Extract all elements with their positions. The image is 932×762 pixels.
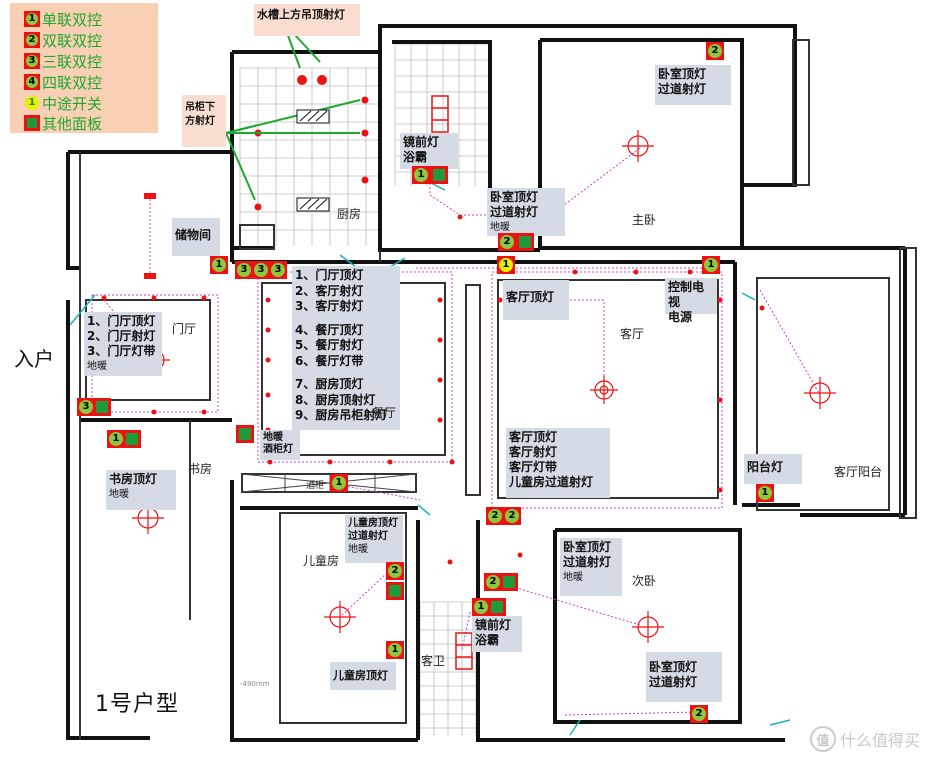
switch-3[interactable]: 3 <box>269 261 287 279</box>
room-dining: 餐厅 <box>372 406 397 420</box>
other-panel[interactable] <box>488 598 506 616</box>
tag-bath-guest: 镜前灯浴霸 <box>472 616 522 652</box>
tag-master-top: 卧室顶灯过道射灯 <box>655 65 731 105</box>
legend-label: 三联双控 <box>42 52 103 71</box>
legend-label: 单联双控 <box>42 10 103 29</box>
switch-2[interactable]: 2 <box>503 507 521 525</box>
room-wine: 酒柜 <box>306 481 325 491</box>
switch-1[interactable]: 1 <box>472 598 490 616</box>
double-switch-icon: 2 <box>24 32 40 48</box>
annotation-arrows <box>225 21 361 201</box>
distribution-box <box>144 193 156 279</box>
switch-1[interactable]: 1 <box>330 474 348 492</box>
room-guest-bath: 客卫 <box>421 654 446 668</box>
legend-item-6: 其他面板 <box>24 113 102 133</box>
room-balcony: 客厅阳台 <box>834 465 883 479</box>
switch-1[interactable]: 1 <box>412 166 430 184</box>
room-kids: 儿童房 <box>303 554 340 568</box>
switch-3[interactable]: 3 <box>77 398 95 416</box>
tag-kids-top: 儿童房顶灯 <box>330 662 396 690</box>
switch-3[interactable]: 3 <box>252 261 270 279</box>
note-cabinet-lights: 吊柜下方射灯 <box>182 95 226 147</box>
tag-bath-main: 镜前灯浴霸 <box>400 133 458 169</box>
triple-switch-icon: 3 <box>24 53 40 69</box>
watermark-logo-icon: 值 <box>809 726 836 752</box>
switch-1[interactable]: 1 <box>702 256 720 274</box>
watermark: 值什么值得买 <box>809 726 920 752</box>
inner-walls <box>79 39 917 740</box>
quad-switch-icon: 4 <box>24 74 40 90</box>
kitchen-appliances <box>296 109 330 212</box>
tag-second-top: 卧室顶灯过道射灯地暖 <box>560 538 622 596</box>
intermediate-switch[interactable]: 1 <box>497 256 515 274</box>
other-panel[interactable] <box>236 425 254 443</box>
switch-2[interactable]: 2 <box>484 573 502 591</box>
switch-2[interactable]: 2 <box>498 233 516 251</box>
other-panel[interactable] <box>123 430 141 448</box>
room-master: 主卧 <box>632 213 657 227</box>
single-switch-icon: 1 <box>24 11 40 27</box>
switch-2[interactable]: 2 <box>386 562 404 580</box>
legend-label: 四联双控 <box>42 73 103 92</box>
other-panel[interactable] <box>500 573 518 591</box>
switch-1[interactable]: 1 <box>386 641 404 659</box>
kitchen-tile-grid <box>239 67 378 246</box>
other-panel[interactable] <box>93 398 111 416</box>
legend-label: 双联双控 <box>42 31 103 50</box>
ceiling-lights <box>132 130 836 643</box>
tag-second-door: 卧室顶灯过道射灯 <box>646 652 722 702</box>
switch-1[interactable]: 1 <box>210 256 228 274</box>
room-foyer: 门厅 <box>172 322 197 336</box>
room-second: 次卧 <box>632 574 657 588</box>
other-panel[interactable] <box>386 582 404 600</box>
entrance-label: 入户 <box>14 347 54 371</box>
room-study: 书房 <box>188 462 213 476</box>
tag-master-door: 卧室顶灯过道射灯地暖 <box>487 188 565 236</box>
switch-1[interactable]: 1 <box>756 484 774 502</box>
switch-3[interactable]: 3 <box>235 261 253 279</box>
tag-kids-door: 儿童房顶灯过道射灯地暖 <box>345 515 403 563</box>
dimension-note: -490mm <box>240 680 270 688</box>
room-kitchen: 厨房 <box>337 207 362 221</box>
switch-2[interactable]: 2 <box>706 42 724 60</box>
unit-title: 1号户型 <box>95 692 179 717</box>
note-sink-lights: 水槽上方吊顶射灯 <box>254 4 360 36</box>
legend-label: 中途开关 <box>42 94 103 113</box>
tag-living-top: 客厅顶灯 <box>503 280 569 320</box>
intermediate-switch-icon: 1 <box>24 95 40 111</box>
tag-study: 书房顶灯地暖 <box>106 470 176 510</box>
switch-2[interactable]: 2 <box>486 507 504 525</box>
legend-label: 其他面板 <box>42 114 103 133</box>
switch-1[interactable]: 1 <box>107 430 125 448</box>
wine-cabinet-truss <box>241 473 417 493</box>
switch-2[interactable]: 2 <box>690 705 708 723</box>
tag-living-list: 客厅顶灯客厅射灯客厅灯带儿童房过道射灯 <box>506 428 610 498</box>
other-panel-icon <box>24 115 40 131</box>
other-panel[interactable] <box>430 166 448 184</box>
tag-dining-floor: 地暖酒柜灯 <box>260 430 300 460</box>
tag-storage: 储物间 <box>172 218 220 256</box>
room-living: 客厅 <box>620 327 645 341</box>
other-panel[interactable] <box>516 233 534 251</box>
tag-tv-power: 控制电视电源 <box>665 278 717 324</box>
tag-balcony: 阳台灯 <box>744 454 802 484</box>
